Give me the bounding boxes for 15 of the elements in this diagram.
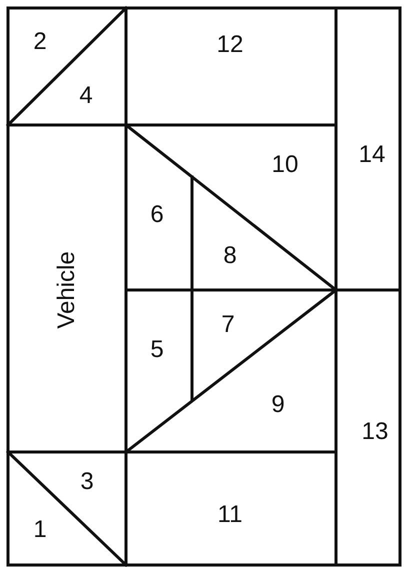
region-number: 10 bbox=[272, 153, 298, 177]
region-number: 14 bbox=[358, 143, 386, 167]
region-number: 2 bbox=[33, 30, 47, 54]
region-number: 8 bbox=[223, 244, 237, 268]
region-label: Vehicle bbox=[55, 251, 79, 329]
region-number: 7 bbox=[221, 313, 235, 337]
region-number: 9 bbox=[271, 393, 285, 417]
region-number: 4 bbox=[79, 84, 93, 108]
region-number: 13 bbox=[362, 420, 388, 444]
region-number: 11 bbox=[218, 503, 242, 527]
region-number: 5 bbox=[150, 338, 164, 362]
region-number: 3 bbox=[80, 470, 94, 494]
region-number: 12 bbox=[216, 33, 244, 57]
region-number: 1 bbox=[33, 518, 47, 542]
region-number: 6 bbox=[150, 203, 164, 227]
